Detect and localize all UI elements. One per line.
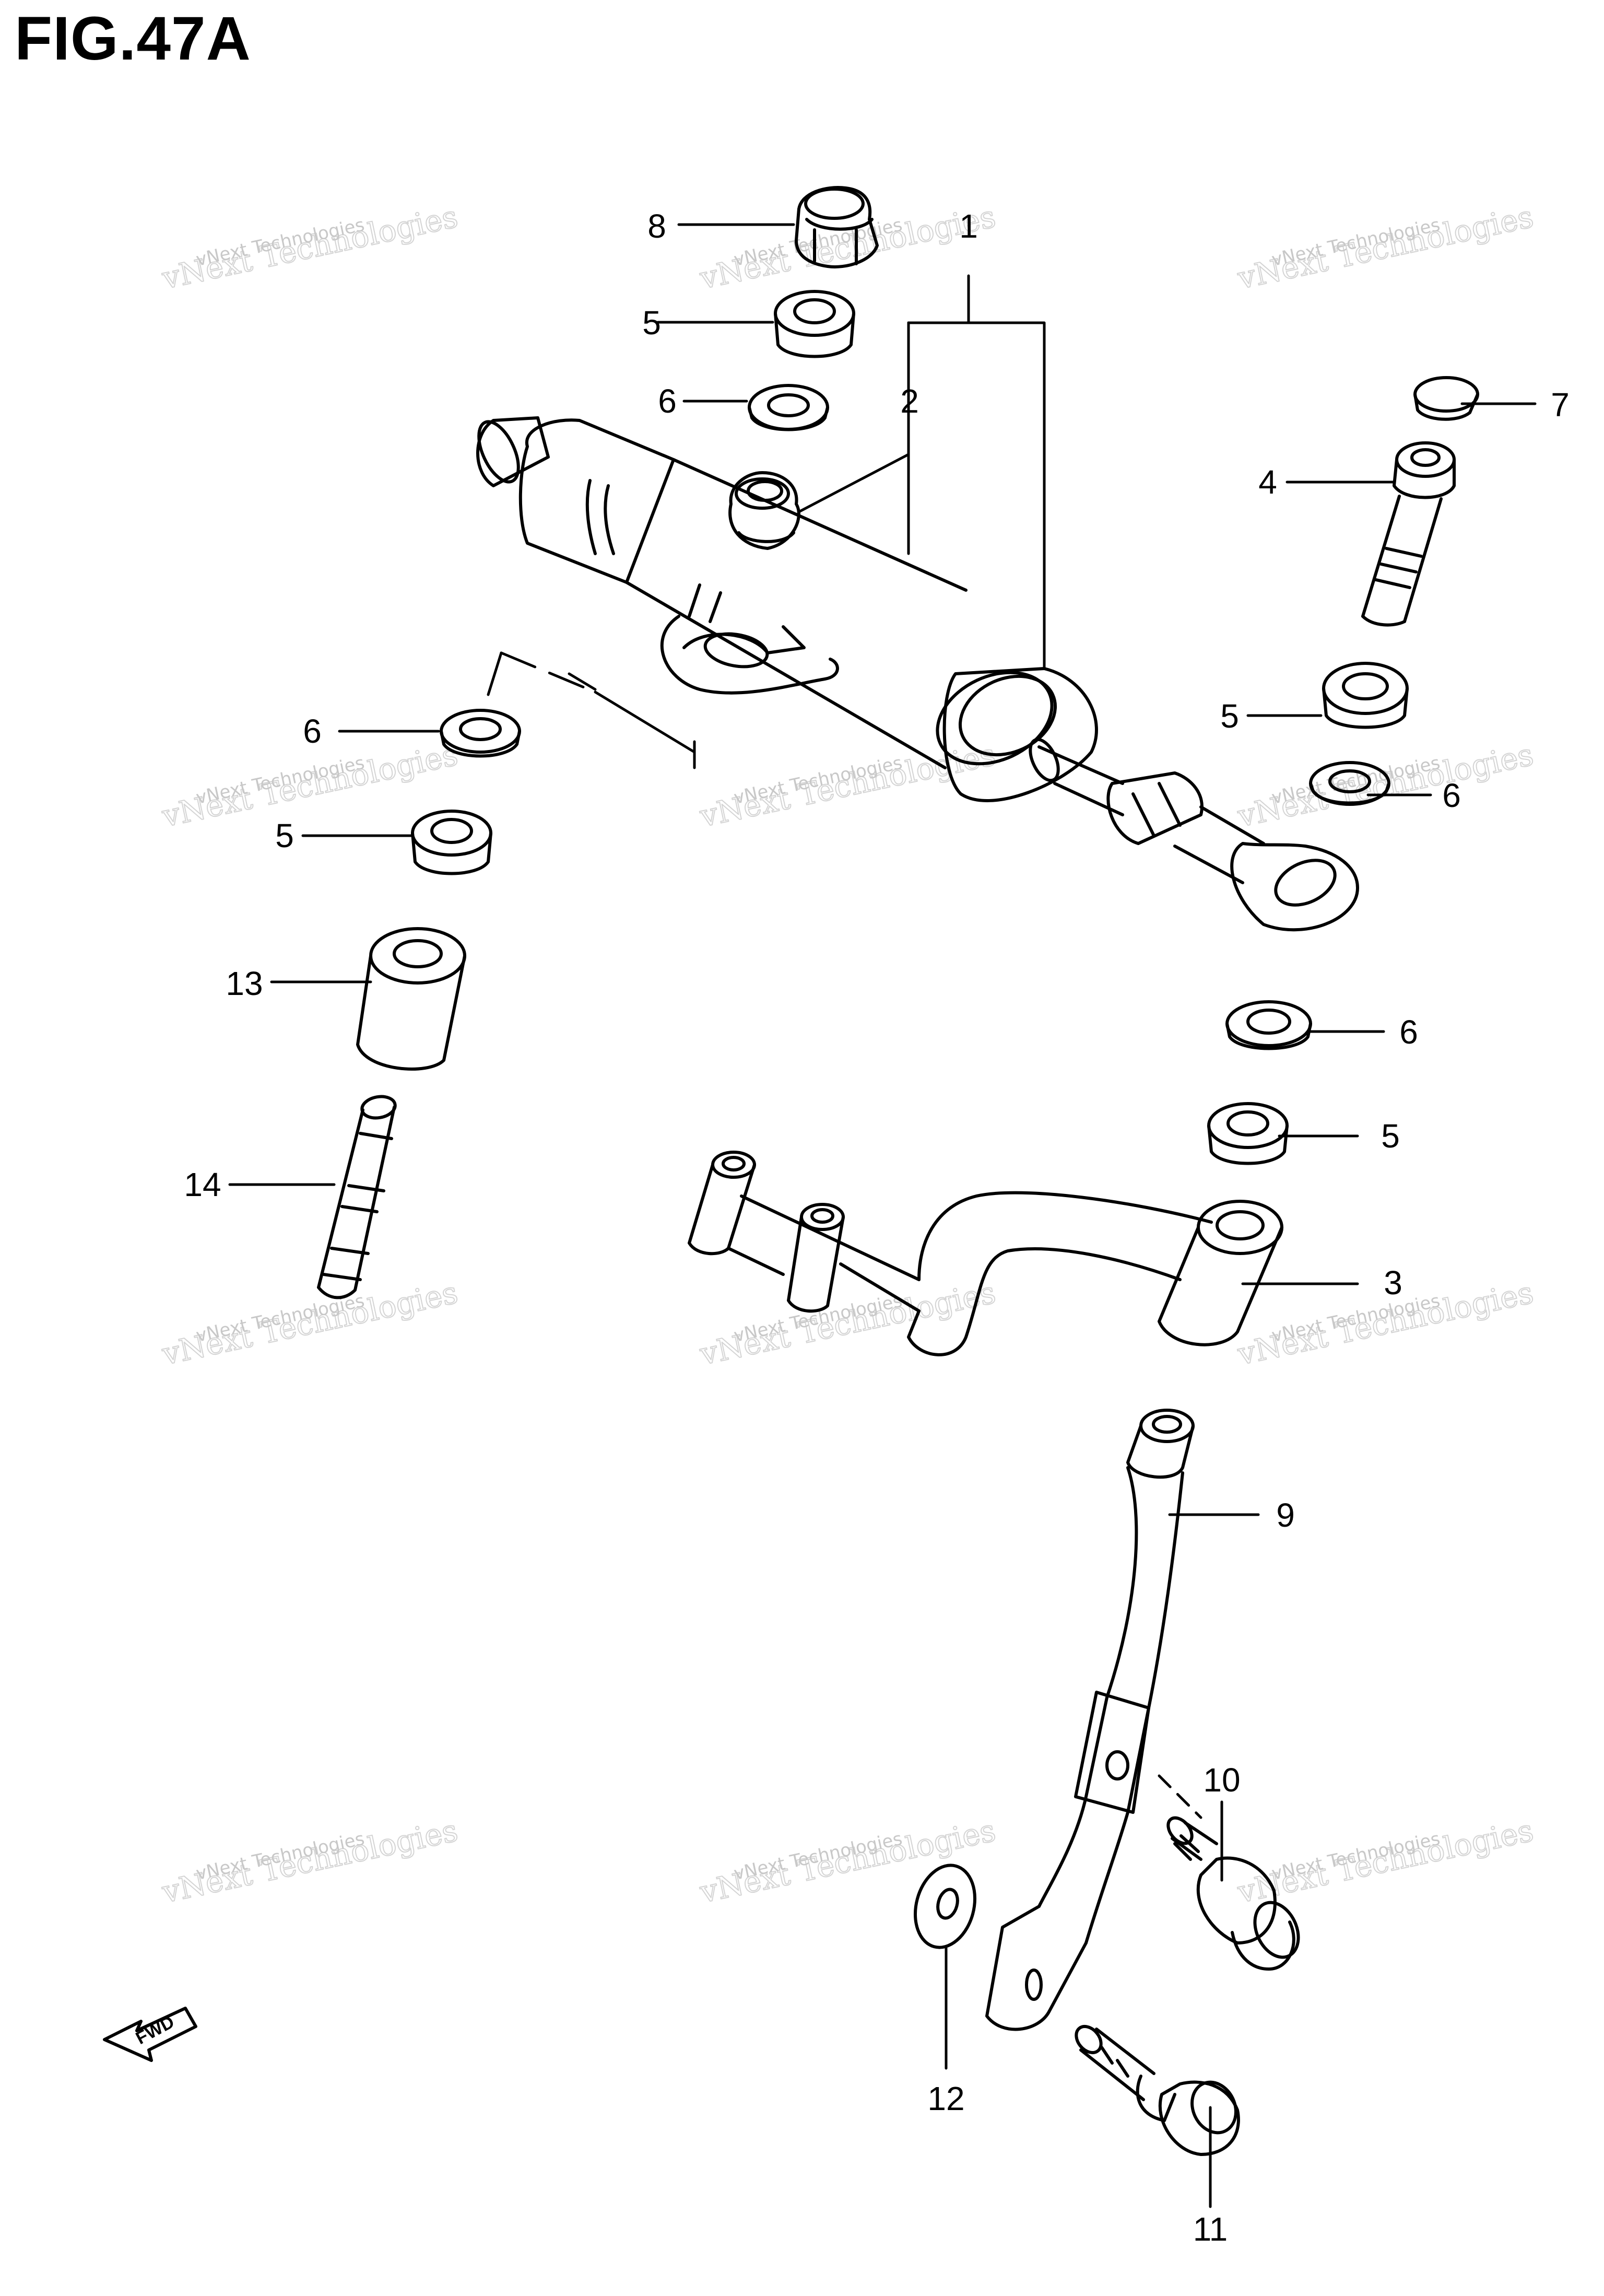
callout-11: 11 [1193, 2210, 1228, 2248]
part-14-pin [317, 1095, 397, 1299]
part-2-cap [728, 471, 800, 550]
watermark-text: vNext Technologies [697, 198, 999, 296]
part-5-collar-left [411, 810, 492, 875]
part-8-nut [795, 186, 879, 268]
callout-6-right-upper: 6 [1442, 777, 1461, 814]
part-12-washer [913, 1864, 977, 1949]
callout-5-right-upper: 5 [1220, 697, 1239, 735]
callout-4: 4 [1258, 463, 1277, 501]
watermark-text: vNext Technologies [1234, 736, 1537, 834]
part-5-collar-top [774, 290, 855, 358]
callout-13: 13 [226, 965, 263, 1002]
fwd-arrow-icon: FWD [103, 2007, 197, 2062]
callout-12: 12 [927, 2080, 964, 2117]
watermark-text: vNext Technologies [697, 1812, 999, 1910]
watermark-text: vNext Technologies [697, 1274, 999, 1372]
callout-5-top: 5 [642, 304, 661, 342]
fwd-label: FWD [133, 2012, 178, 2048]
callout-labels: 1 2 3 4 5 5 5 5 6 6 6 6 7 8 9 10 11 12 1… [184, 207, 1569, 2248]
callout-14: 14 [184, 1166, 221, 1203]
part-4-bolt [1361, 441, 1456, 627]
callout-5-left: 5 [275, 817, 294, 854]
part-5-collar-right-lower [1207, 1102, 1289, 1165]
callout-5-right-lower: 5 [1381, 1117, 1400, 1155]
leader-1-right [907, 321, 1046, 670]
callout-8: 8 [647, 207, 666, 245]
figure-title: FIG.47A [15, 4, 251, 73]
callout-10: 10 [1203, 1761, 1240, 1799]
watermark-group: vNext Technologies vNext Technologies vN… [158, 198, 1537, 1911]
callout-1: 1 [959, 207, 978, 245]
callout-6-top: 6 [658, 382, 677, 420]
callout-3: 3 [1384, 1264, 1402, 1302]
part-7-cap [1413, 376, 1479, 421]
watermark-text: vNext Technologies [159, 736, 461, 834]
callout-9: 9 [1276, 1496, 1295, 1534]
callout-6-left: 6 [303, 712, 322, 750]
leader-lines [228, 223, 1537, 2208]
part-6-washer-right-lower [1225, 1000, 1312, 1050]
watermark-text: vNext Technologies [159, 198, 461, 296]
callout-7: 7 [1551, 386, 1570, 424]
part-6-washer-left [440, 709, 521, 758]
part-9-bracket-arm [985, 1409, 1195, 2031]
part-5-collar-right-upper [1322, 662, 1409, 729]
watermark-text: vNext Technologies [159, 1812, 461, 1910]
part-1-steering-damper [476, 416, 1359, 932]
watermark-text: vNext Technologies [159, 1274, 461, 1372]
watermark-text: vNext Technologies [1234, 198, 1537, 296]
part-6-washer-right-upper [1309, 761, 1390, 806]
part-6-washer-top [748, 384, 829, 431]
part-3-bracket [688, 1151, 1283, 1356]
callout-2: 2 [900, 382, 919, 420]
part-13-spacer [356, 927, 466, 1071]
leader-2-bracket [797, 321, 910, 513]
watermark-text: vNext Technologies [1234, 1812, 1537, 1910]
part-11-bolt [1075, 2024, 1240, 2156]
callout-6-right-lower: 6 [1399, 1013, 1418, 1051]
part-10-bolt [1166, 1816, 1300, 1971]
